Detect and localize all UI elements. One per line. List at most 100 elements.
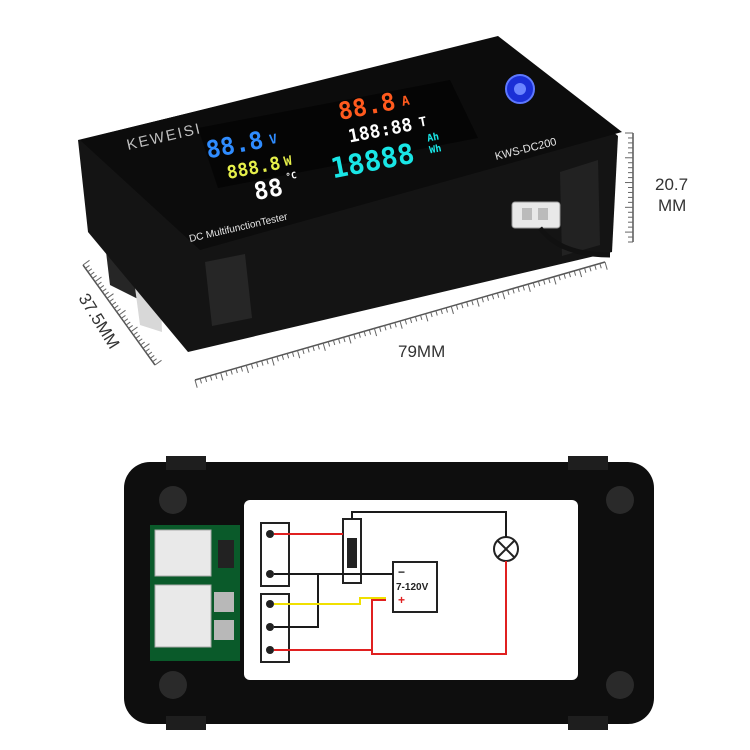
ruler-tick <box>145 348 150 353</box>
ruler-tick <box>97 281 102 286</box>
ruler-tick <box>297 350 301 359</box>
pcb-chip <box>218 540 234 568</box>
ruler-tick <box>271 357 275 366</box>
rear-tab <box>166 456 206 470</box>
ruler-tick <box>491 294 495 300</box>
ruler-tick <box>389 323 392 329</box>
supply-minus: − <box>398 565 405 579</box>
height-unit-label: MM <box>658 196 686 215</box>
energy-unit-wh: Wh <box>429 143 443 156</box>
ruler-tick <box>85 265 90 269</box>
ruler-tick <box>128 325 133 329</box>
ruler-tick <box>471 300 474 306</box>
ruler-tick <box>486 295 489 301</box>
ruler-tick <box>440 309 443 315</box>
button-glow <box>514 83 526 95</box>
ruler-tick <box>149 355 155 359</box>
rear-tab <box>568 716 608 730</box>
ruler-tick <box>322 342 326 351</box>
ruler-tick <box>92 275 97 279</box>
ruler-tick <box>154 359 162 366</box>
red-wire <box>371 561 507 655</box>
shunt-element <box>347 538 357 568</box>
cable <box>537 226 611 258</box>
height-label: 20.7 <box>655 175 688 194</box>
ruler-tick <box>312 345 315 352</box>
ruler-tick <box>215 373 218 380</box>
ruler-tick <box>250 363 254 369</box>
ruler-tick <box>373 328 378 337</box>
ruler-tick <box>537 281 541 287</box>
screw-hole <box>159 486 187 514</box>
ruler-tick <box>307 347 310 353</box>
ruler-tick <box>512 288 515 294</box>
height-ruler-ticks <box>625 132 633 243</box>
ruler-tick <box>476 298 480 307</box>
ruler-tick <box>553 276 557 285</box>
ruler-tick <box>327 341 331 347</box>
ruler-tick <box>338 338 341 344</box>
terminal-pin <box>266 530 274 538</box>
ruler-tick <box>286 353 290 359</box>
ruler-tick <box>204 376 208 382</box>
meter-rear <box>124 456 654 730</box>
depth-label: 37.5MM <box>75 290 124 352</box>
ruler-tick <box>409 317 413 323</box>
ruler-tick <box>99 285 105 289</box>
ruler-tick <box>109 298 114 303</box>
ruler-tick <box>140 341 145 346</box>
connector-pin <box>522 208 532 220</box>
supply-voltage-label: 7-120V <box>396 582 429 593</box>
ruler-tick <box>147 351 153 356</box>
ruler-tick <box>256 362 259 368</box>
ruler-tick <box>548 278 551 284</box>
lcd-screen <box>198 80 478 188</box>
ruler-tick <box>137 338 143 343</box>
power-unit: W <box>283 154 294 170</box>
ruler-tick <box>235 368 238 374</box>
ruler-tick <box>455 304 459 310</box>
lamp-filament <box>497 540 515 558</box>
ruler-tick <box>599 263 602 269</box>
ruler-tick <box>445 307 448 313</box>
ruler-tick <box>563 273 566 279</box>
ruler-tick <box>496 292 500 298</box>
ruler-tick <box>121 315 126 319</box>
ruler-tick <box>94 276 102 283</box>
ruler-tick <box>142 343 150 349</box>
ruler-tick <box>394 322 397 328</box>
ruler-tick <box>466 301 469 307</box>
ruler-tick <box>245 365 249 374</box>
ruler-tick <box>379 326 382 332</box>
depth-ruler-ticks <box>82 259 162 366</box>
screw-hole <box>159 671 187 699</box>
ruler-tick <box>532 282 536 288</box>
front-clip <box>205 254 252 326</box>
ruler-tick <box>106 293 114 299</box>
time-unit: T <box>418 115 429 131</box>
current-unit: A <box>400 94 411 110</box>
black-wire <box>274 574 319 628</box>
ruler-tick <box>450 306 454 315</box>
ruler-tick <box>343 337 346 343</box>
ruler-tick <box>104 291 109 296</box>
ruler-tick <box>594 264 597 270</box>
temp-digits: 88 <box>251 173 285 206</box>
energy-unit-ah: Ah <box>426 132 440 145</box>
ruler-tick <box>332 340 336 346</box>
ruler-tick <box>87 268 93 273</box>
temp-unit: °C <box>285 171 298 183</box>
ruler-tick <box>118 309 126 316</box>
ruler-tick <box>276 356 279 362</box>
ruler-tick <box>225 371 228 377</box>
ruler-tick <box>111 301 117 306</box>
cable-connector <box>511 201 561 229</box>
ruler-tick <box>363 331 366 337</box>
ruler-tick <box>240 366 243 372</box>
ruler-tick <box>558 275 561 281</box>
ruler-tick <box>261 360 264 366</box>
ruler-tick <box>368 329 372 335</box>
ruler-tick <box>130 326 138 333</box>
ruler-tick <box>101 288 107 293</box>
ruler-tick <box>348 335 352 344</box>
